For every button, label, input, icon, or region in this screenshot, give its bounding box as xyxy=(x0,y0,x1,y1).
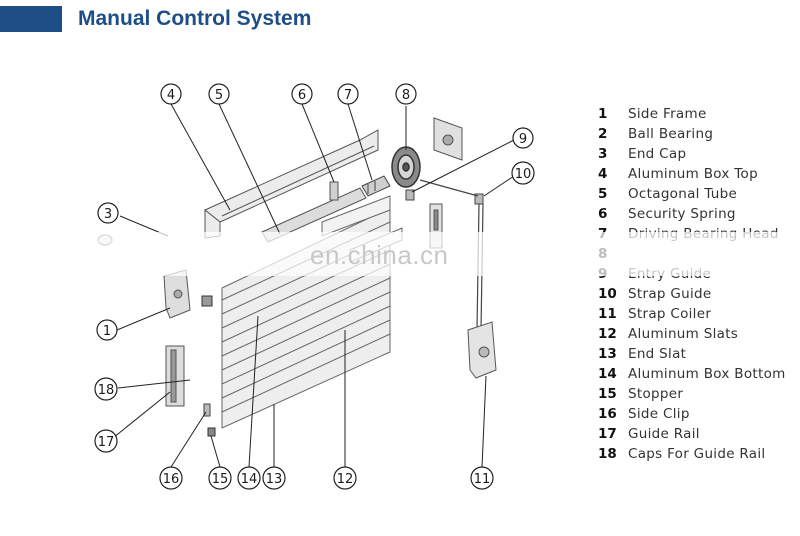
legend-item: 13 End Slat xyxy=(598,344,786,364)
legend-item: 1 Side Frame xyxy=(598,104,786,124)
legend-item-label: Strap Guide xyxy=(628,286,712,302)
callout-4: 4 xyxy=(160,83,182,105)
callout-17: 17 xyxy=(94,429,118,453)
legend-item-label: Side Frame xyxy=(628,106,707,122)
legend-item-number: 3 xyxy=(598,146,608,162)
legend-item-number: 5 xyxy=(598,186,608,202)
svg-text:1: 1 xyxy=(103,324,111,339)
legend-item-label: Side Clip xyxy=(628,406,690,422)
callout-18: 18 xyxy=(94,377,118,401)
callout-13: 13 xyxy=(262,466,286,490)
legend-item-number: 16 xyxy=(598,406,617,422)
driving-bearing-head xyxy=(361,175,391,197)
callout-11: 11 xyxy=(470,466,494,490)
callout-5: 5 xyxy=(208,83,230,105)
legend-item: 6 Security Spring xyxy=(598,204,786,224)
legend-item-label: End Slat xyxy=(628,346,687,362)
legend-item-label: Aluminum Slats xyxy=(628,326,739,342)
svg-text:8: 8 xyxy=(402,88,410,103)
legend-item: 5 Octagonal Tube xyxy=(598,184,786,204)
callout-10: 10 xyxy=(511,161,535,185)
legend-item-number: 10 xyxy=(598,286,617,302)
legend-item: 14 Aluminum Box Bottom xyxy=(598,364,786,384)
legend-item: 17 Guide Rail xyxy=(598,424,786,444)
svg-text:10: 10 xyxy=(515,167,532,182)
legend-item-label: Aluminum Box Bottom xyxy=(628,366,786,382)
legend-item: 11 Strap Coiler xyxy=(598,304,786,324)
side-frame xyxy=(163,269,191,319)
legend-item-label: Ball Bearing xyxy=(628,126,714,142)
callout-1: 1 xyxy=(96,319,118,341)
legend-item-number: 1 xyxy=(598,106,608,122)
legend-item: 12 Aluminum Slats xyxy=(598,324,786,344)
svg-text:15: 15 xyxy=(212,472,229,487)
legend-item: 16 Side Clip xyxy=(598,404,786,424)
svg-text:14: 14 xyxy=(241,472,258,487)
callout-14: 14 xyxy=(237,466,261,490)
legend-item: 18 Caps For Guide Rail xyxy=(598,444,786,464)
callout-15: 15 xyxy=(208,466,232,490)
svg-text:11: 11 xyxy=(474,472,491,487)
legend-item-label: End Cap xyxy=(628,146,687,162)
stopper xyxy=(207,427,216,437)
legend-item-number: 4 xyxy=(598,166,608,182)
end-cap-bracket xyxy=(433,117,463,161)
watermark-band xyxy=(0,232,800,276)
legend-item-label: Octagonal Tube xyxy=(628,186,738,202)
side-clip xyxy=(203,403,211,417)
legend-item-number: 2 xyxy=(598,126,608,142)
callout-12: 12 xyxy=(333,466,357,490)
svg-text:12: 12 xyxy=(337,472,354,487)
svg-text:16: 16 xyxy=(163,472,180,487)
svg-text:5: 5 xyxy=(215,88,223,103)
callout-3: 3 xyxy=(97,202,119,224)
legend-item: 2 Ball Bearing xyxy=(598,124,786,144)
legend-item-label: Security Spring xyxy=(628,206,736,222)
svg-text:13: 13 xyxy=(266,472,283,487)
svg-text:4: 4 xyxy=(167,88,175,103)
legend-item-number: 11 xyxy=(598,306,617,322)
security-spring xyxy=(329,181,339,201)
legend-item-label: Stopper xyxy=(628,386,684,402)
legend-item-number: 17 xyxy=(598,426,617,442)
legend-item-number: 6 xyxy=(598,206,608,222)
legend-item-number: 13 xyxy=(598,346,617,362)
legend-item-number: 18 xyxy=(598,446,617,462)
leader-lines xyxy=(112,103,515,468)
guide-rail xyxy=(165,345,185,407)
legend-item-label: Guide Rail xyxy=(628,426,700,442)
watermark-text: en.china.cn xyxy=(310,240,449,270)
callout-7: 7 xyxy=(337,83,359,105)
svg-text:6: 6 xyxy=(298,88,306,103)
svg-text:9: 9 xyxy=(519,132,527,147)
callout-6: 6 xyxy=(291,83,313,105)
page-title: Manual Control System xyxy=(78,7,312,30)
pulley-wheel xyxy=(391,146,421,188)
strap-coiler xyxy=(467,321,497,379)
title-accent-bar xyxy=(0,6,62,32)
svg-text:3: 3 xyxy=(104,207,112,222)
svg-text:17: 17 xyxy=(98,435,115,450)
callout-8: 8 xyxy=(395,83,417,105)
legend-item-label: Aluminum Box Top xyxy=(628,166,758,182)
svg-text:7: 7 xyxy=(344,88,352,103)
ball-bearing xyxy=(201,295,213,307)
legend-item-label: Strap Coiler xyxy=(628,306,712,322)
legend-item: 4 Aluminum Box Top xyxy=(598,164,786,184)
legend-item: 10 Strap Guide xyxy=(598,284,786,304)
legend-item-number: 14 xyxy=(598,366,617,382)
aluminum-box-top xyxy=(204,129,379,239)
legend-item-number: 12 xyxy=(598,326,617,342)
callout-16: 16 xyxy=(159,466,183,490)
legend-item-label: Caps For Guide Rail xyxy=(628,446,766,462)
svg-text:18: 18 xyxy=(98,383,115,398)
callout-9: 9 xyxy=(512,127,534,149)
entry-guide xyxy=(405,189,415,201)
legend-item-number: 15 xyxy=(598,386,617,402)
legend-item: 15 Stopper xyxy=(598,384,786,404)
legend-item: 3 End Cap xyxy=(598,144,786,164)
